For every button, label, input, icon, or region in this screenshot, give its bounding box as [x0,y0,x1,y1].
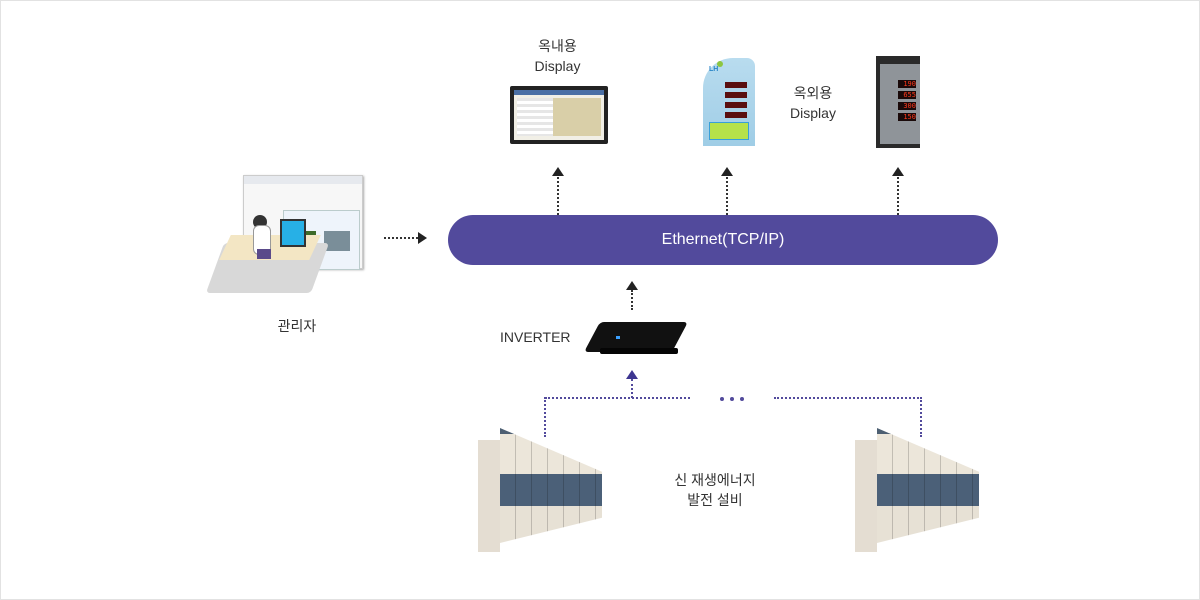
connector-generation-inverter [631,379,633,398]
indoor-display-label-line2: Display [534,58,581,74]
connector-cabinet-left [544,397,546,437]
ethernet-bus-label: Ethernet(TCP/IP) [661,231,785,248]
outdoor-display-label: 옥외용 Display [778,83,848,123]
arrow-right-icon [418,232,427,244]
generation-label: 신 재생에너지 발전 설비 [660,470,770,510]
connector-generation-right [774,397,922,399]
generation-label-line2: 발전 설비 [687,492,743,508]
inverter-label: INVERTER [500,329,571,345]
outdoor-readout: 190 [898,80,916,88]
connector-outdoor [897,177,899,215]
generation-cabinet-left-image [478,428,603,553]
ellipsis-icon [720,397,744,401]
admin-label: 관리자 [277,318,317,334]
connector-inverter-bus [631,290,633,310]
outdoor-readout: 150 [898,113,916,121]
outdoor-display-label-line1: 옥외용 [793,85,833,101]
connector-generation-left [545,397,690,399]
outdoor-readout: 655 [898,91,916,99]
arrow-up-icon [626,281,638,290]
arrow-up-icon [626,370,638,379]
lh-logo: LH [709,66,719,73]
connector-indoor [557,177,559,215]
arrow-up-icon [892,167,904,176]
connector-cabinet-right [920,397,922,437]
indoor-display-label: 옥내용 Display [515,36,600,76]
inverter-device-image [584,322,688,358]
indoor-display-monitor-image [510,86,608,144]
admin-illustration [205,175,365,300]
generation-label-line1: 신 재생에너지 [674,472,756,488]
arrow-up-icon [721,167,733,176]
lh-signboard-image: LH [703,58,755,146]
outdoor-display-label-line2: Display [790,105,836,121]
ethernet-bus: Ethernet(TCP/IP) [448,215,998,265]
generation-cabinet-right-image [855,428,980,553]
arrow-up-icon [552,167,564,176]
outdoor-readout: 300 [898,102,916,110]
connector-admin [384,237,418,239]
outdoor-display-image: 190 655 300 150 [876,56,920,148]
connector-lh [726,177,728,215]
indoor-display-label-line1: 옥내용 [538,38,577,54]
